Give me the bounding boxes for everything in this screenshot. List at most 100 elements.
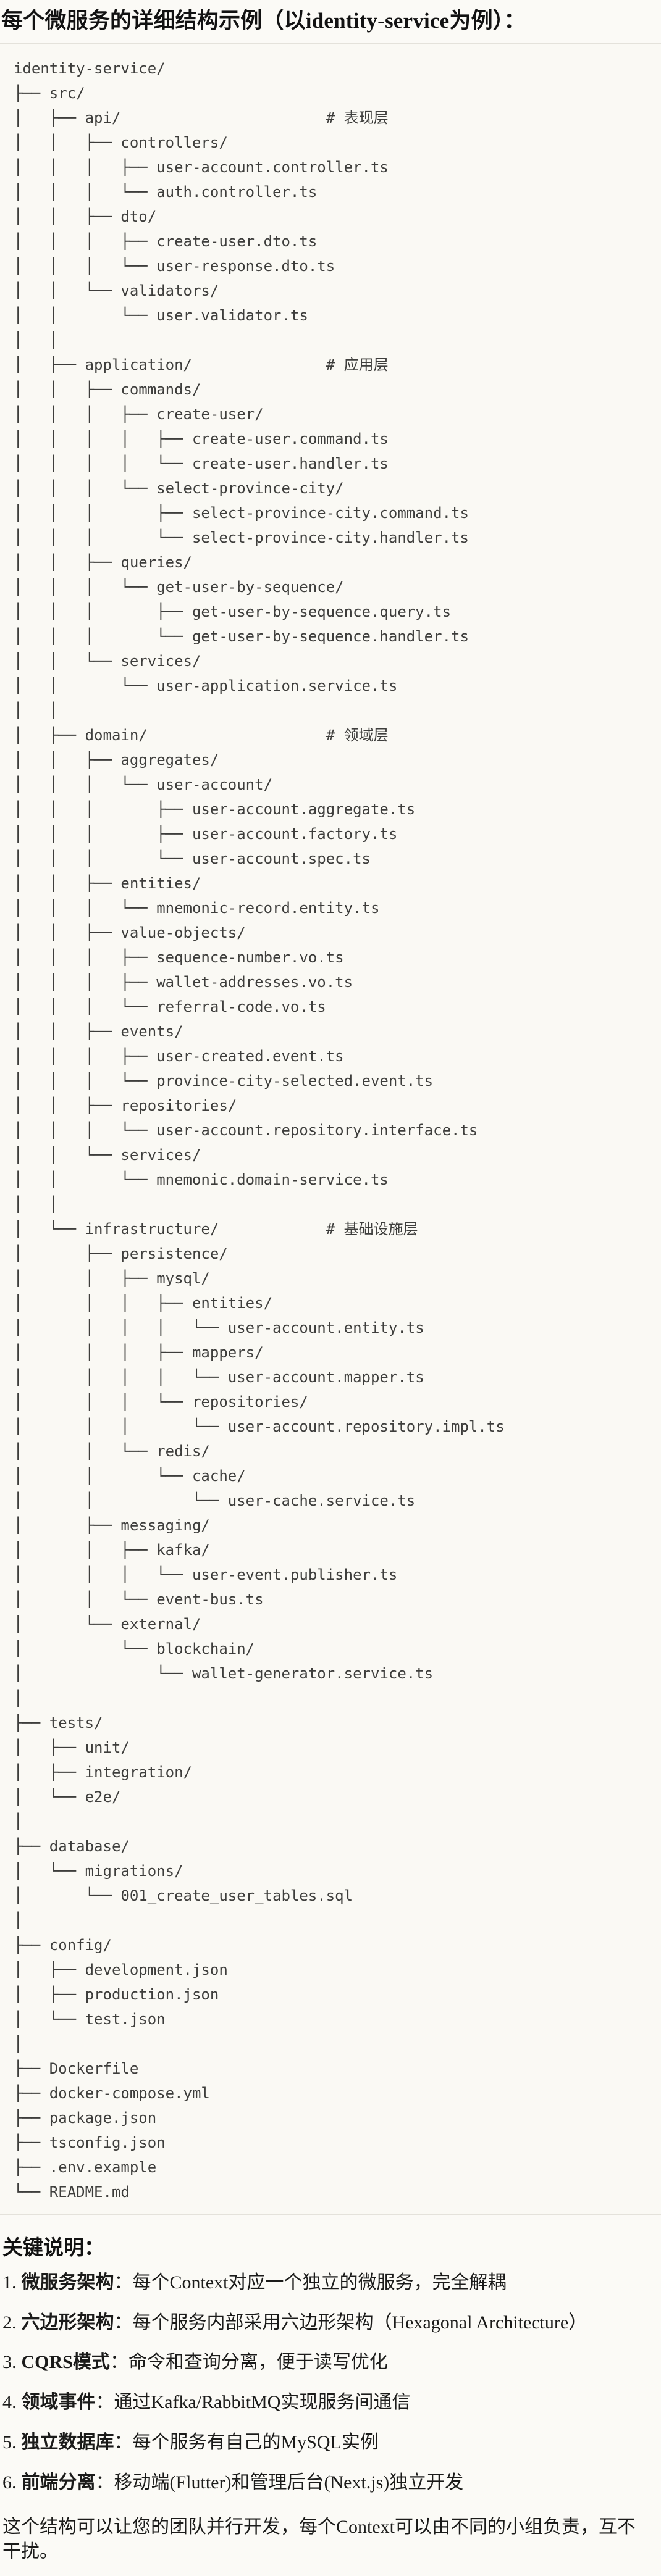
tree-line: │ │ │ ├── get-user-by-sequence.query.ts (14, 602, 452, 620)
tree-line: │ │ ├── dto/ (14, 207, 157, 225)
note-label: 微服务架构 (21, 2272, 114, 2293)
tree-line: │ │ │ ├── mappers/ (14, 1343, 264, 1361)
tree-line: │ ├── messaging/ (14, 1516, 210, 1534)
key-notes-section: 关键说明： 1.微服务架构：每个Context对应一个独立的微服务，完全解耦 2.… (0, 2215, 661, 2576)
note-item: 6.前端分离：移动端(Flutter)和管理后台(Next.js)独立开发 (2, 2472, 654, 2493)
tree-line: │ └── external/ (14, 1615, 201, 1633)
tree-line: │ ├── production.json (14, 1985, 219, 2003)
tree-line: │ ├── development.json (14, 1961, 228, 1978)
note-label: 六边形架构 (21, 2312, 114, 2333)
tree-line: │ │ │ ├── user-account.factory.ts (14, 825, 398, 843)
note-label: 独立数据库 (21, 2432, 114, 2453)
tree-line: │ │ (14, 701, 59, 719)
note-label: 前端分离 (21, 2472, 96, 2493)
tree-line: │ │ │ ├── sequence-number.vo.ts (14, 948, 344, 966)
tree-line: │ │ │ ├── entities/ (14, 1294, 273, 1312)
tree-line: │ │ │ └── province-city-selected.event.t… (14, 1072, 434, 1090)
note-text: 每个Context对应一个独立的微服务，完全解耦 (132, 2272, 507, 2293)
tree-line: │ │ ├── controllers/ (14, 133, 228, 151)
note-number: 4. (2, 2392, 17, 2413)
note-text: 通过Kafka/RabbitMQ实现服务间通信 (114, 2392, 411, 2413)
note-separator: ： (114, 2312, 133, 2333)
tree-line: │ │ │ └── select-province-city.handler.t… (14, 528, 469, 546)
tree-line: │ │ │ ├── user-account.controller.ts (14, 158, 389, 176)
tree-line: │ │ │ └── get-user-by-sequence/ (14, 578, 344, 596)
tree-line: │ │ ├── entities/ (14, 874, 201, 892)
tree-line: │ │ ├── events/ (14, 1022, 183, 1040)
tree-line: │ └── wallet-generator.service.ts (14, 1664, 434, 1682)
note-separator: ： (109, 2352, 128, 2373)
note-item: 2.六边形架构：每个服务内部采用六边形架构（Hexagonal Architec… (2, 2312, 654, 2333)
directory-tree: identity-service/├── src/│ ├── api/ # 表现… (14, 56, 650, 2204)
tree-line: │ └── blockchain/ (14, 1640, 255, 1657)
notes-heading: 关键说明： (2, 2236, 104, 2259)
tree-line: │ │ └── user-cache.service.ts (14, 1491, 416, 1509)
tree-line: │ │ │ └── user-account.repository.interf… (14, 1121, 478, 1139)
notes-footer: 这个结构可以让您的团队并行开发，每个Context可以由不同的小组负责，互不干扰… (2, 2516, 636, 2562)
tree-line: │ ├── unit/ (14, 1738, 130, 1756)
tree-line: │ │ │ │ └── create-user.handler.ts (14, 454, 389, 472)
note-number: 5. (2, 2432, 17, 2453)
tree-line: │ │ │ └── referral-code.vo.ts (14, 998, 326, 1015)
note-number: 6. (2, 2472, 17, 2493)
tree-line: │ │ │ └── auth.controller.ts (14, 183, 318, 201)
tree-line: │ │ │ │ └── user-account.entity.ts (14, 1319, 424, 1336)
note-text: 命令和查询分离，便于读写优化 (128, 2352, 388, 2373)
tree-line: │ │ ├── mysql/ (14, 1269, 210, 1287)
tree-line: │ (14, 2035, 23, 2053)
note-item: 4.领域事件：通过Kafka/RabbitMQ实现服务间通信 (2, 2393, 654, 2412)
tree-line: │ │ │ └── get-user-by-sequence.handler.t… (14, 627, 469, 645)
tree-line: │ │ └── cache/ (14, 1467, 246, 1485)
note-item: 1.微服务架构：每个Context对应一个独立的微服务，完全解耦 (2, 2272, 654, 2293)
note-item: 3.CQRS模式：命令和查询分离，便于读写优化 (2, 2353, 654, 2372)
tree-line: │ │ │ ├── create-user/ (14, 405, 264, 423)
tree-line: │ │ ├── commands/ (14, 380, 201, 398)
tree-line: ├── database/ (14, 1837, 130, 1855)
tree-line: ├── src/ (14, 84, 85, 102)
tree-line: │ │ │ └── user-account.spec.ts (14, 849, 371, 867)
note-separator: ： (95, 2472, 114, 2493)
tree-line: │ │ │ ├── user-created.event.ts (14, 1047, 344, 1065)
tree-line: ├── tests/ (14, 1714, 103, 1732)
tree-line: │ (14, 1689, 23, 1707)
tree-line: │ └── 001_create_user_tables.sql (14, 1886, 353, 1904)
tree-line: │ ├── domain/ # 领域层 (14, 726, 389, 744)
note-separator: ： (95, 2392, 114, 2413)
tree-line: │ ├── api/ # 表现层 (14, 109, 389, 127)
tree-line: │ │ └── validators/ (14, 281, 219, 299)
tree-line: │ │ └── user-application.service.ts (14, 677, 398, 694)
tree-line: │ │ │ └── select-province-city/ (14, 479, 344, 497)
tree-line: ├── config/ (14, 1936, 112, 1954)
tree-line: │ │ └── mnemonic.domain-service.ts (14, 1170, 389, 1188)
tree-line: │ │ └── services/ (14, 652, 201, 670)
tree-line: │ │ │ └── repositories/ (14, 1393, 308, 1411)
tree-line: │ (14, 1812, 23, 1830)
tree-line: │ │ │ └── user-response.dto.ts (14, 257, 335, 275)
tree-line: │ └── e2e/ (14, 1788, 121, 1806)
note-label: 领域事件 (21, 2392, 96, 2413)
tree-line: │ └── migrations/ (14, 1862, 183, 1880)
tree-line: │ │ └── redis/ (14, 1442, 210, 1460)
tree-line: │ │ ├── aggregates/ (14, 751, 219, 769)
tree-line: │ └── infrastructure/ # 基础设施层 (14, 1220, 418, 1238)
note-separator: ： (114, 2272, 133, 2293)
tree-line: │ │ │ └── user-event.publisher.ts (14, 1565, 398, 1583)
tree-line: │ │ └── user.validator.ts (14, 306, 308, 324)
tree-line: │ │ │ │ ├── create-user.command.ts (14, 430, 389, 448)
tree-line: │ ├── persistence/ (14, 1244, 228, 1262)
tree-line: │ │ │ └── mnemonic-record.entity.ts (14, 899, 380, 917)
tree-line: ├── docker-compose.yml (14, 2084, 210, 2102)
tree-line: ├── tsconfig.json (14, 2133, 166, 2151)
tree-line: │ │ │ ├── wallet-addresses.vo.ts (14, 973, 353, 991)
tree-line: │ │ └── services/ (14, 1146, 201, 1164)
note-separator: ： (114, 2432, 133, 2453)
tree-line: │ │ ├── queries/ (14, 553, 192, 571)
note-text: 移动端(Flutter)和管理后台(Next.js)独立开发 (114, 2472, 464, 2493)
tree-line: │ │ ├── repositories/ (14, 1096, 237, 1114)
note-item: 5.独立数据库：每个服务有自己的MySQL实例 (2, 2433, 654, 2453)
tree-line: │ │ (14, 331, 59, 349)
tree-line: │ │ │ ├── select-province-city.command.t… (14, 504, 469, 522)
note-text: 每个服务有自己的MySQL实例 (132, 2432, 379, 2453)
tree-line: │ │ └── event-bus.ts (14, 1590, 264, 1608)
